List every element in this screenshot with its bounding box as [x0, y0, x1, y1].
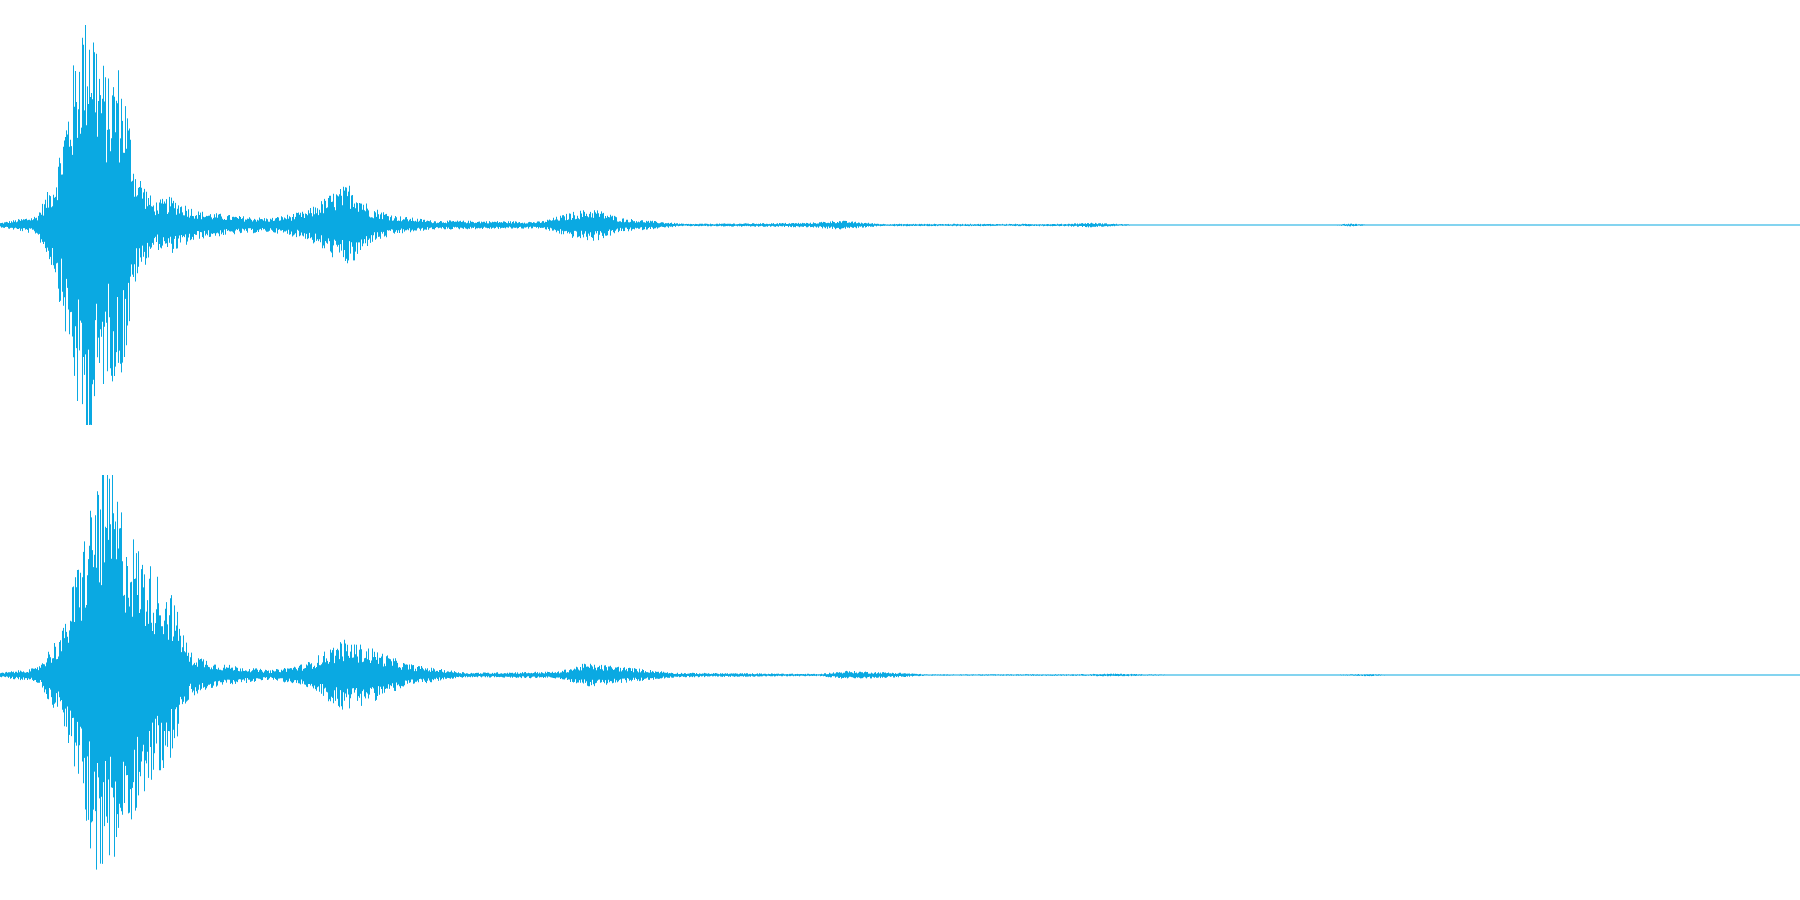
waveform-left-svg	[0, 25, 1800, 425]
waveform-envelope	[0, 25, 1693, 425]
waveform-channel-left	[0, 25, 1800, 425]
waveform-right-svg	[0, 475, 1800, 870]
waveform-channel-right	[0, 450, 1800, 900]
waveform-envelope	[0, 475, 1697, 870]
